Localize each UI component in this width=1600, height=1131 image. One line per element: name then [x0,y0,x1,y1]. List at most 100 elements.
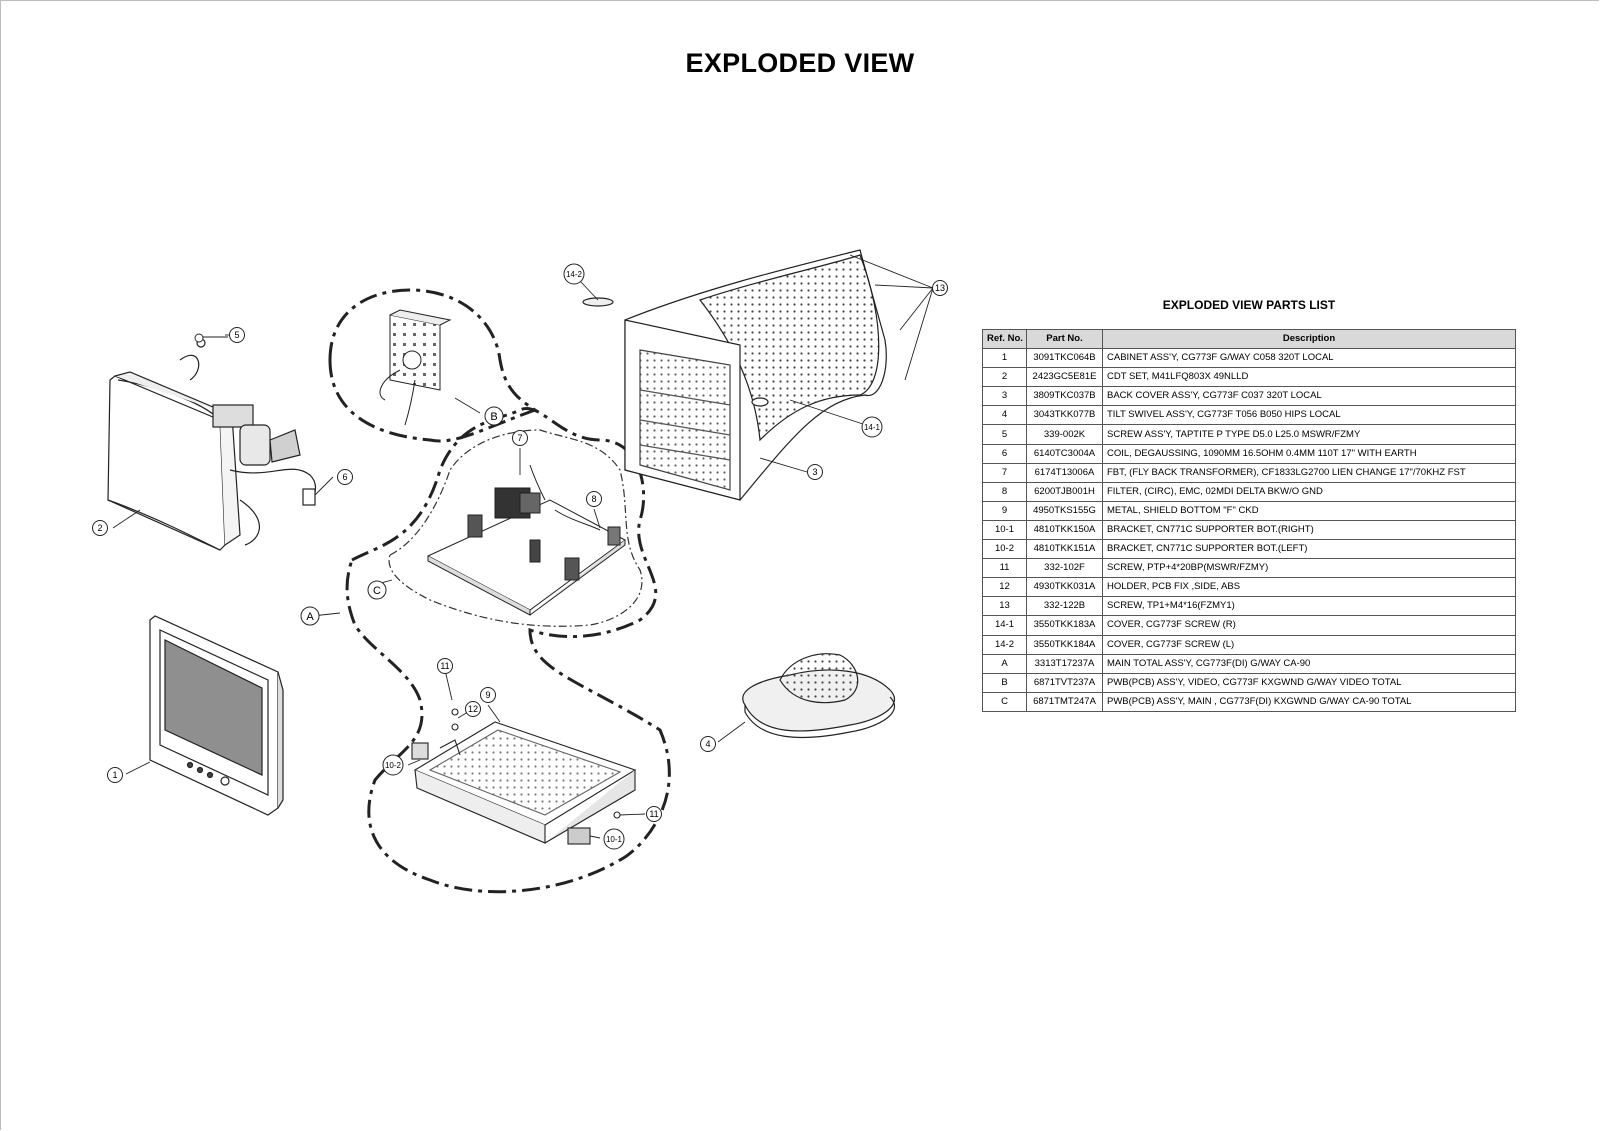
callout-8: 8 [591,494,596,504]
part-no-cell: 6140TC3004A [1026,443,1103,464]
part-no-cell: 4810TKK150A [1026,519,1103,541]
description-cell: SCREW ASS'Y, TAPTITE P TYPE D5.0 L25.0 M… [1102,424,1516,445]
ref-no-cell: 5 [982,424,1027,445]
description-cell: FBT, (FLY BACK TRANSFORMER), CF1833LG270… [1102,462,1516,483]
ref-no-cell: 8 [982,481,1027,502]
assembly-boundary-c [388,429,643,627]
ref-no-cell: 7 [982,462,1027,483]
description-cell: MAIN TOTAL ASS'Y, CG773F(DI) G/WAY CA-90 [1102,653,1516,674]
part-no-cell: 4810TKK151A [1026,539,1103,560]
description-cell: PWB(PCB) ASS'Y, VIDEO, CG773F KXGWND G/W… [1102,672,1516,693]
ref-no-cell: A [982,653,1027,674]
description-cell: FILTER, (CIRC), EMC, 02MDI DELTA BKW/O G… [1102,481,1516,502]
ref-no-cell: 1 [982,348,1027,369]
ref-no-cell: 10-2 [982,539,1027,560]
screw-5-illustration [194,333,228,343]
ref-no-cell: 4 [982,405,1027,426]
callout-14-2: 14-2 [566,270,583,279]
part-no-cell: 4950TKS155G [1026,500,1103,521]
assembly-boundary-a [345,406,671,894]
description-cell: METAL, SHIELD BOTTOM "F" CKD [1102,500,1516,521]
ref-no-cell: 10-1 [982,519,1027,541]
description-cell: BRACKET, CN771C SUPPORTER BOT.(RIGHT) [1102,519,1516,541]
description-cell: COVER, CG773F SCREW (L) [1102,634,1516,655]
callout-10-2: 10-2 [385,761,402,770]
callout-c: C [373,585,381,597]
main-pcb-illustration [426,464,626,616]
column-header-ref-no: Ref. No. [982,328,1027,350]
callout-6: 6 [342,472,347,482]
description-cell: COIL, DEGAUSSING, 1090MM 16.5OHM 0.4MM 1… [1102,443,1516,464]
callout-labels: 2 5 6 A B C 7 8 9 1 10-2 3 14-1 4 11 10-… [97,270,945,844]
ref-no-cell: 12 [982,577,1027,598]
part-no-cell: 4930TKK031A [1026,577,1103,598]
tilt-swivel-illustration [742,653,896,739]
part-no-cell: 3313T17237A [1026,653,1103,674]
part-no-cell: 3091TKC064B [1026,348,1103,369]
description-cell: CDT SET, M41LFQ803X 49NLLD [1102,367,1516,388]
part-no-cell: 6871TMT247A [1026,691,1103,712]
callout-7: 7 [517,433,522,443]
description-cell: COVER, CG773F SCREW (R) [1102,615,1516,636]
part-no-cell: 339-002K [1026,424,1103,445]
callout-1: 1 [112,770,117,780]
description-cell: TILT SWIVEL ASS'Y, CG773F T056 B050 HIPS… [1102,405,1516,426]
callout-5: 5 [234,330,239,340]
callout-a: A [306,611,314,623]
callout-11a: 11 [440,661,449,671]
part-no-cell: 3043TKK077B [1026,405,1103,426]
part-no-cell: 332-122B [1026,596,1103,617]
parts-list-header-row: Ref. No. Part No. Description [982,328,1516,350]
description-cell: PWB(PCB) ASS'Y, MAIN , CG773F(DI) KXGWND… [1102,691,1516,712]
callout-13: 13 [935,283,945,293]
part-no-cell: 3550TKK183A [1026,615,1103,636]
ref-no-cell: B [982,672,1027,693]
column-header-part-no: Part No. [1026,328,1103,350]
callout-11b: 11 [649,809,658,819]
ref-no-cell: C [982,691,1027,712]
callout-14-1: 14-1 [864,423,881,432]
ref-no-cell: 6 [982,443,1027,464]
column-header-description: Description [1102,328,1516,350]
description-cell: BACK COVER ASS'Y, CG773F C037 320T LOCAL [1102,386,1516,407]
ref-no-cell: 14-2 [982,634,1027,655]
callout-12: 12 [468,704,478,714]
description-cell: CABINET ASS'Y, CG773F G/WAY C058 320T LO… [1102,348,1516,369]
part-no-cell: 3550TKK184A [1026,634,1103,655]
front-cabinet-illustration [149,615,284,816]
ref-no-cell: 2 [982,367,1027,388]
ref-no-cell: 14-1 [982,615,1027,636]
back-cover-illustration [582,249,887,501]
video-pcb-illustration [379,309,452,426]
page-title: EXPLODED VIEW [685,48,915,78]
description-cell: HOLDER, PCB FIX ,SIDE, ABS [1102,577,1516,598]
description-cell: SCREW, TP1+M4*16(FZMY1) [1102,596,1516,617]
callout-b: B [490,411,497,423]
callout-9: 9 [485,690,490,700]
ref-no-cell: 3 [982,386,1027,407]
description-cell: BRACKET, CN771C SUPPORTER BOT.(LEFT) [1102,539,1516,560]
cdt-tube-illustration [107,338,317,551]
callout-3: 3 [812,467,817,477]
part-no-cell: 6200TJB001H [1026,481,1103,502]
ref-no-cell: 9 [982,500,1027,521]
parts-list-title: EXPLODED VIEW PARTS LIST [1162,298,1336,312]
